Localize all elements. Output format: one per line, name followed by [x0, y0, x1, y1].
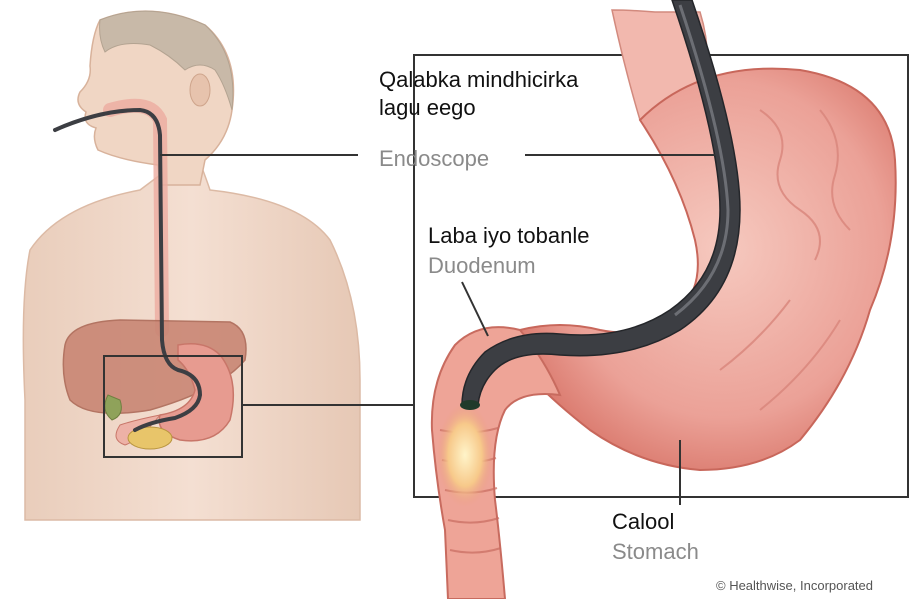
endoscope-tip [460, 400, 480, 410]
body-figure [23, 11, 360, 520]
ear [190, 74, 210, 106]
scope-light-glow [437, 403, 493, 507]
duodenum-label-english: Duodenum [428, 252, 536, 279]
endoscope-label-somali-line1: Qalabka mindhicirka [379, 66, 578, 93]
stomach-label-english: Stomach [612, 538, 699, 565]
stomach-label-somali: Calool [612, 508, 674, 535]
endoscope-label-english: Endoscope [379, 145, 489, 172]
copyright-credit: © Healthwise, Incorporated [716, 578, 873, 593]
duodenum-label-somali: Laba iyo tobanle [428, 222, 589, 249]
endoscope-label-somali-line2: lagu eego [379, 94, 476, 121]
